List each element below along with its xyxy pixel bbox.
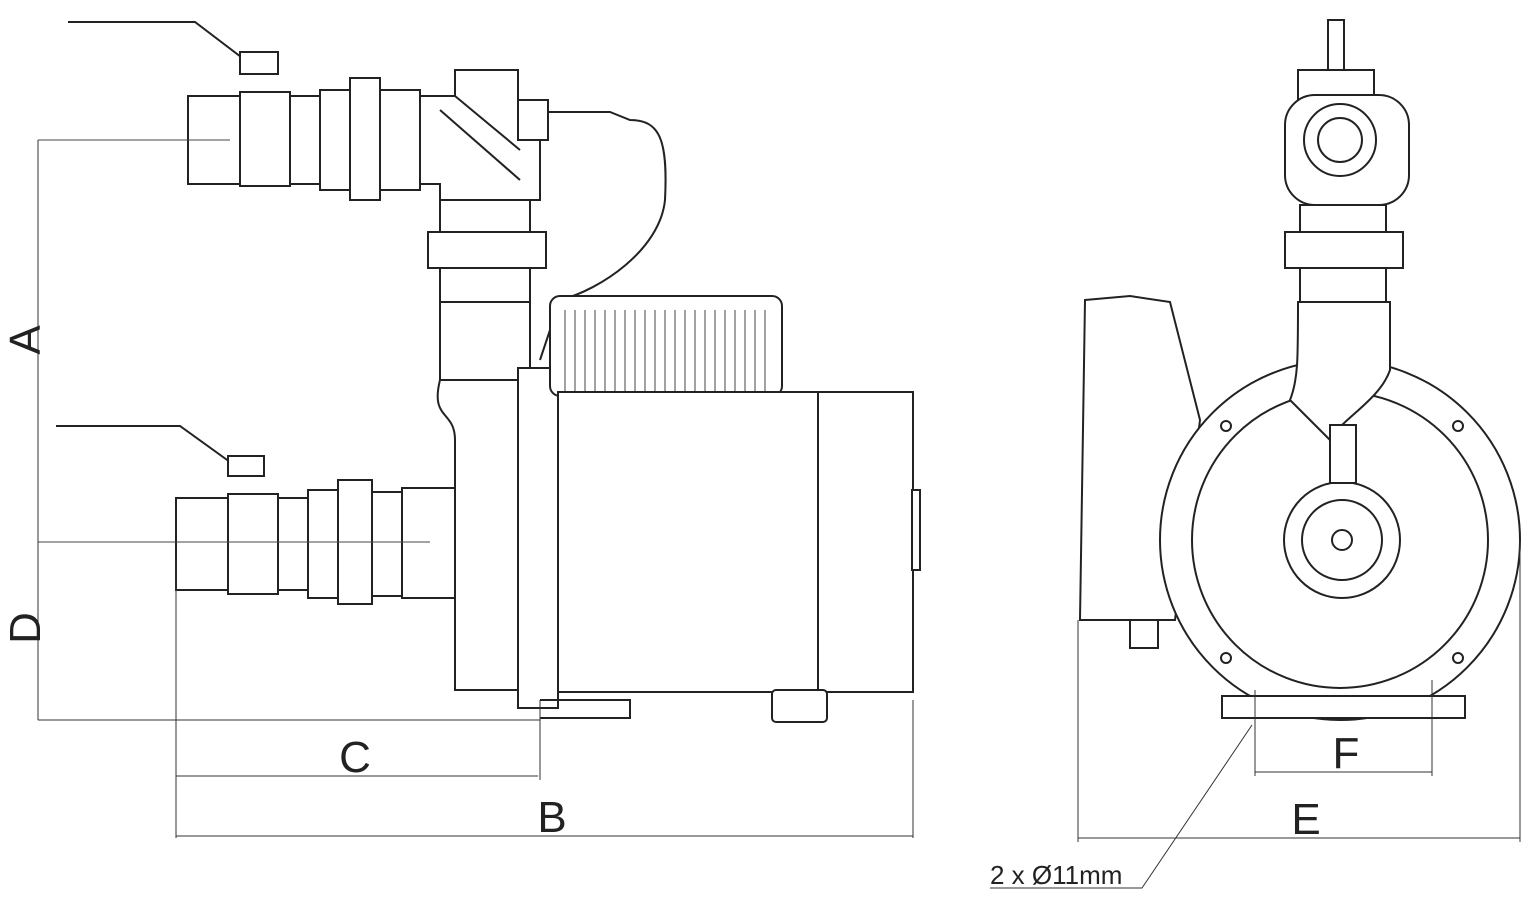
front-valve-handle xyxy=(1327,19,1345,71)
front-fitting xyxy=(1299,204,1387,236)
lower-fitting xyxy=(371,491,403,597)
upper-fitting xyxy=(289,95,321,185)
fin-lines xyxy=(564,310,766,395)
front-lower-valve-stem xyxy=(1329,424,1357,484)
dimension-f-label: F xyxy=(1333,729,1360,778)
shaft xyxy=(1331,529,1353,551)
bolt xyxy=(1220,420,1232,432)
front-fitting xyxy=(1299,267,1387,303)
front-union-nut xyxy=(1284,231,1404,269)
pump-flange xyxy=(517,367,559,709)
lower-fitting xyxy=(277,497,309,591)
vertical-fitting xyxy=(439,267,531,303)
sensor-nut xyxy=(517,99,549,141)
cable-gland xyxy=(1129,619,1159,649)
elbow-lines xyxy=(439,95,521,181)
pump-inlet xyxy=(401,487,456,599)
end-cap-plate xyxy=(911,489,921,571)
front-dimensions: F E 2 x Ø11mm xyxy=(990,540,1521,890)
pump-foot xyxy=(540,699,631,719)
vertical-union-nut xyxy=(427,231,547,269)
lower-fitting xyxy=(307,489,339,599)
dimension-b-label: B xyxy=(537,793,566,842)
dimension-lines xyxy=(37,140,914,838)
upper-fitting xyxy=(319,89,351,191)
lower-valve-stem xyxy=(227,455,265,477)
front-upper-port xyxy=(1303,103,1377,177)
lower-inlet-nut xyxy=(175,497,229,591)
upper-valve-body xyxy=(239,91,291,187)
bolt xyxy=(1452,652,1464,664)
motor-end-cap xyxy=(817,391,914,693)
centre-lines xyxy=(38,139,430,543)
dimension-a-label: A xyxy=(1,325,50,355)
bolt xyxy=(1220,652,1232,664)
upper-union-nut xyxy=(349,77,381,201)
bolt xyxy=(1452,420,1464,432)
hole-leader-line xyxy=(990,724,1253,889)
mounting-hole-note: 2 x Ø11mm xyxy=(990,860,1122,890)
front-view xyxy=(1078,19,1521,721)
vertical-pipe xyxy=(439,301,531,381)
side-dimensions: A D C B xyxy=(1,140,914,842)
upper-fitting xyxy=(379,89,421,191)
front-upper-valve xyxy=(1284,94,1410,206)
mounting-base xyxy=(1221,695,1466,719)
upper-valve-stem xyxy=(239,51,279,75)
front-upper-port-inner xyxy=(1317,117,1363,163)
side-view xyxy=(38,21,921,723)
sensor-cable xyxy=(539,111,667,361)
dimension-lines xyxy=(1077,540,1521,842)
motor-body xyxy=(557,391,819,693)
lower-valve-body xyxy=(227,493,279,595)
pump-housing xyxy=(436,379,521,691)
dimension-d-label: D xyxy=(1,612,50,644)
front-inlet-port-inner xyxy=(1301,499,1383,581)
dimension-e-label: E xyxy=(1291,795,1320,844)
dimension-c-label: C xyxy=(339,733,371,782)
motor-foot xyxy=(771,689,828,723)
